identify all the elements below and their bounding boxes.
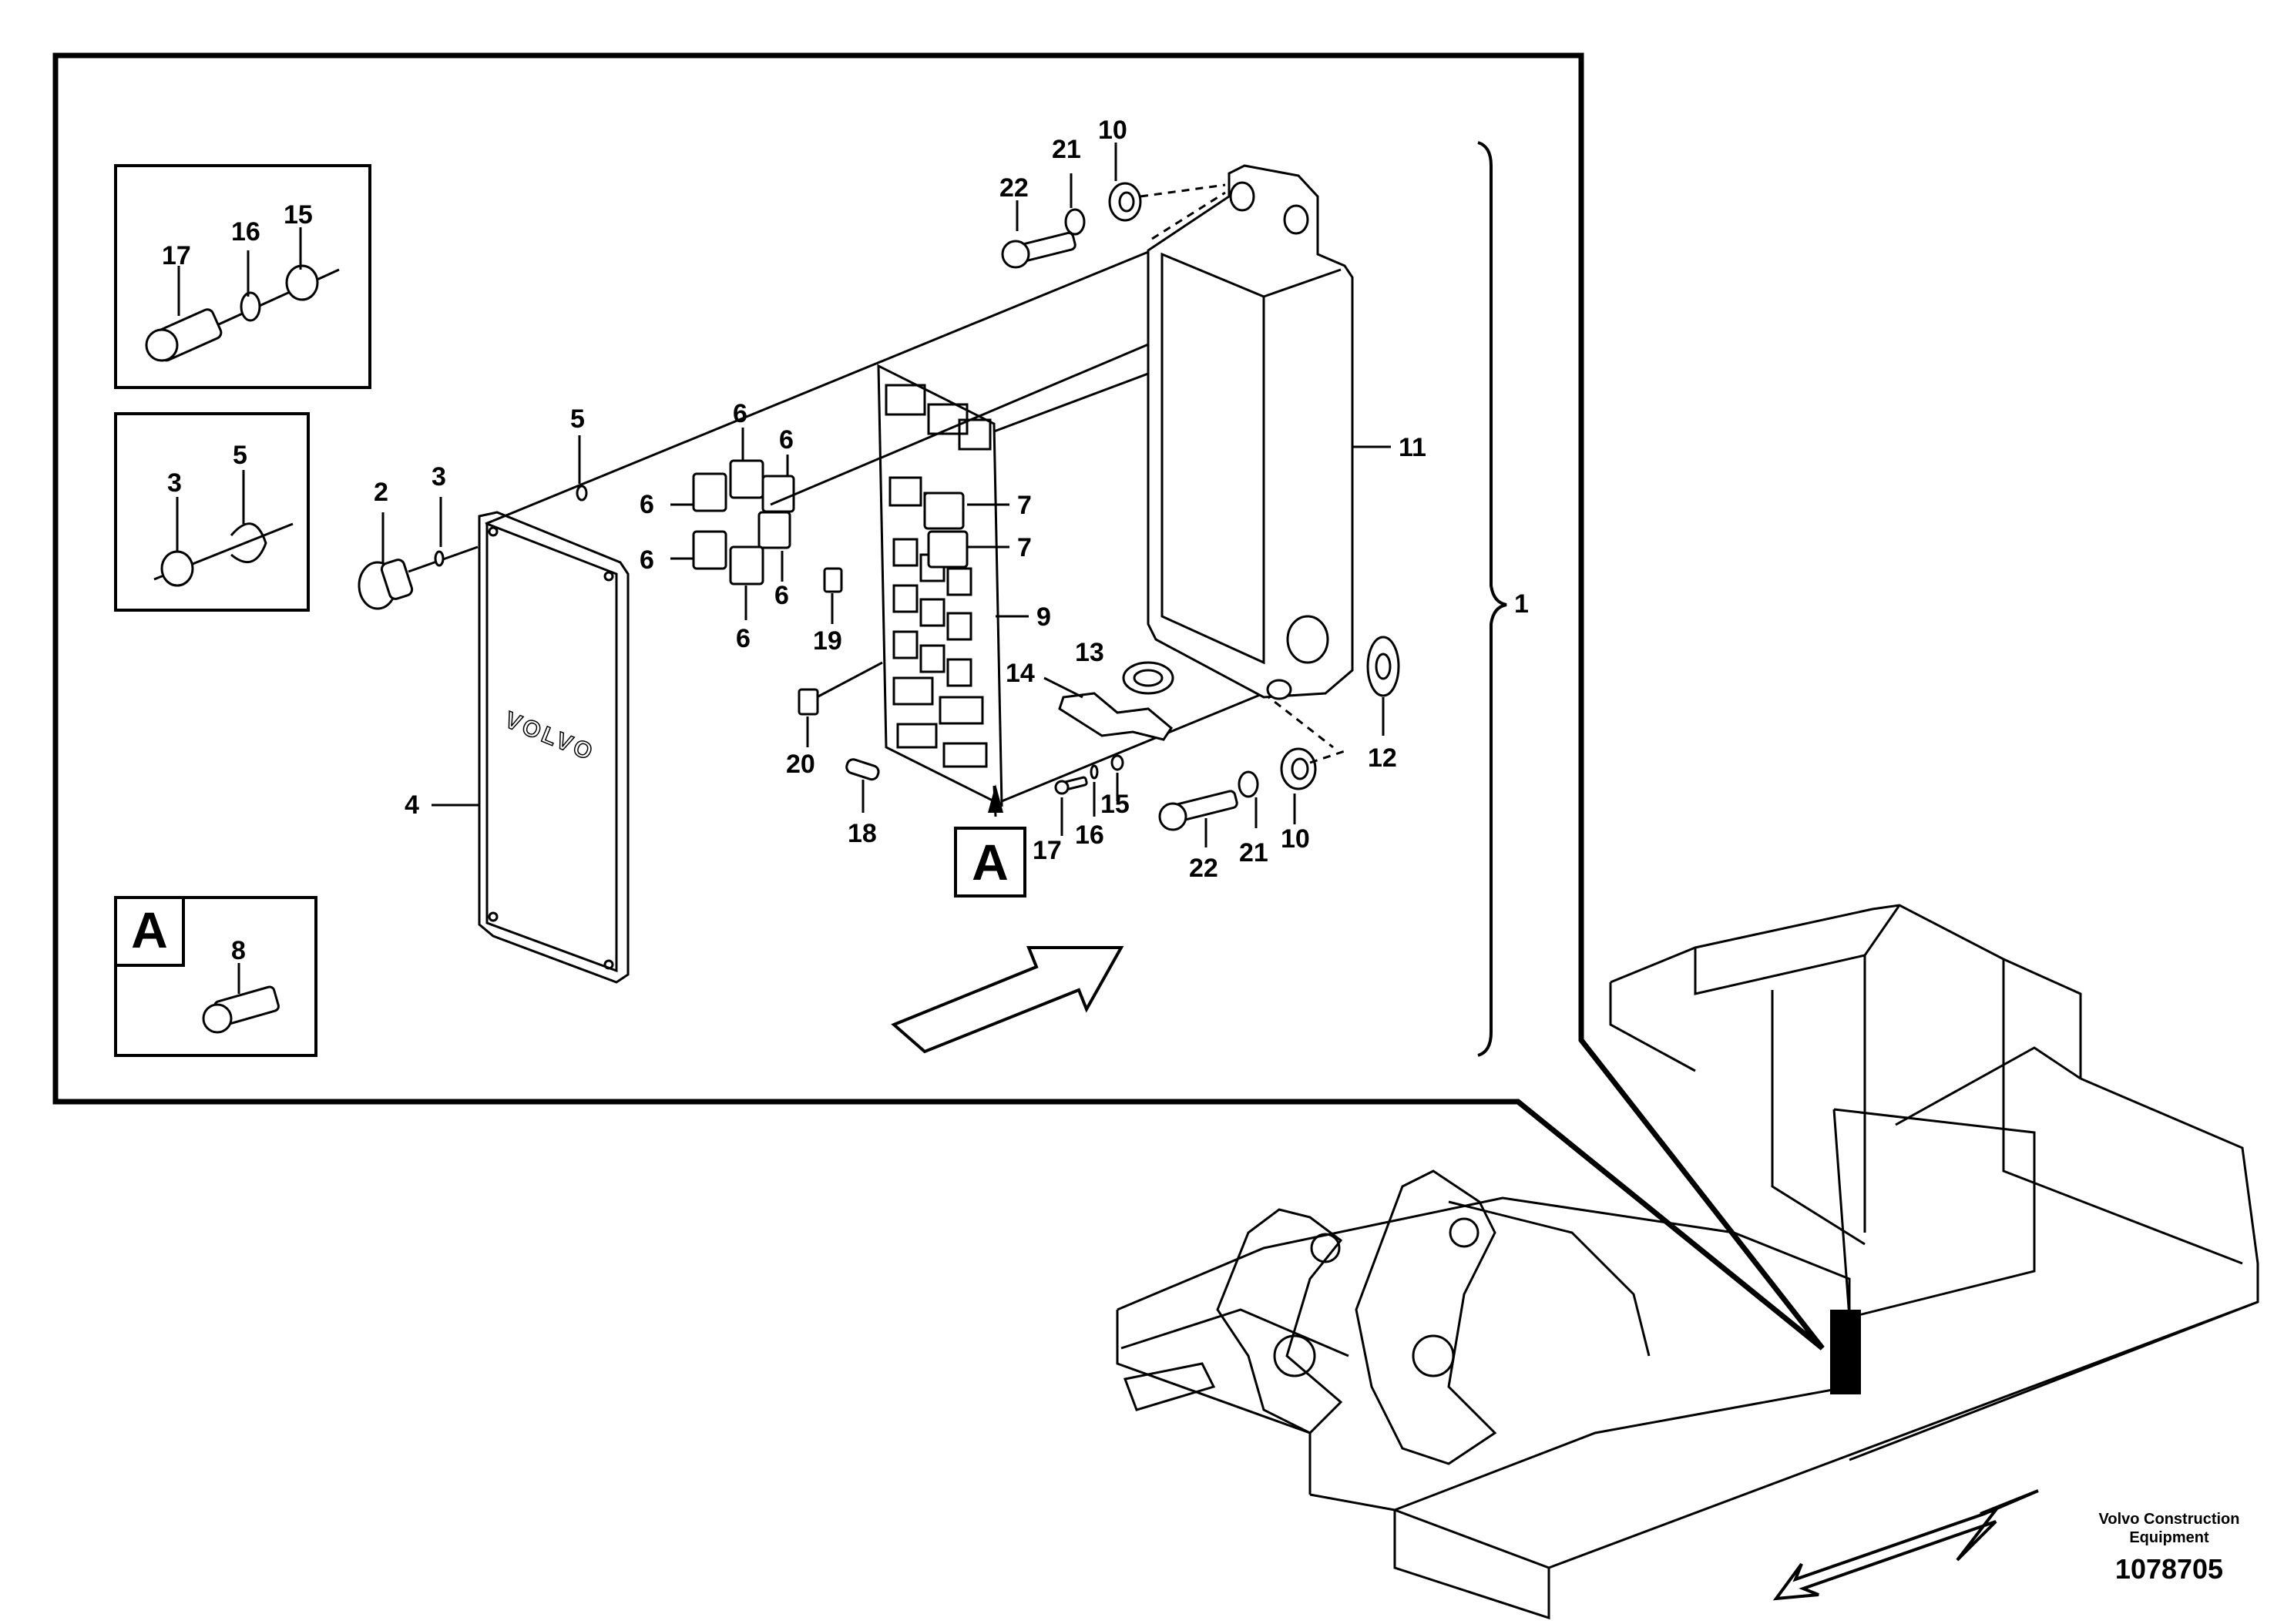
direction-arrow xyxy=(891,946,1124,1054)
callout-17-inset: 17 xyxy=(162,241,191,270)
fuse-board xyxy=(877,364,1029,817)
callout-6-a: 6 xyxy=(733,399,747,428)
callout-17: 17 xyxy=(1033,836,1062,865)
top-bolt-stack xyxy=(1001,143,1226,269)
callout-22-top: 22 xyxy=(999,173,1029,203)
publisher-credit: Volvo Construction Equipment 1078705 xyxy=(2081,1510,2258,1587)
credit-line-1: Volvo Construction xyxy=(2098,1511,2240,1528)
callout-8: 8 xyxy=(231,936,246,965)
credit-line-2: Equipment xyxy=(2129,1529,2209,1546)
assembly-brace xyxy=(1477,141,1507,1057)
inset-detail-a xyxy=(114,896,317,1057)
inset-screw-set xyxy=(114,164,371,389)
callout-13: 13 xyxy=(1075,638,1104,667)
svg-text:A: A xyxy=(972,834,1009,891)
callout-labels: 1 2 3 3 4 5 5 6 6 6 6 6 6 7 7 8 9 10 10 … xyxy=(162,116,1529,965)
callout-9: 9 xyxy=(1036,602,1051,632)
callout-16: 16 xyxy=(1075,820,1104,850)
callout-4: 4 xyxy=(405,790,419,820)
callout-21-top: 21 xyxy=(1052,135,1081,164)
travel-arrow xyxy=(1772,1489,2039,1601)
callout-16-inset: 16 xyxy=(231,217,260,247)
grommets xyxy=(1043,636,1400,741)
detail-frame xyxy=(52,52,1825,1351)
callout-15-inset: 15 xyxy=(284,200,313,230)
callout-12: 12 xyxy=(1368,743,1397,773)
callout-2: 2 xyxy=(374,478,388,507)
housing xyxy=(1147,164,1391,700)
bottom-bolt-stack xyxy=(1054,747,1345,847)
callout-22-bottom: 22 xyxy=(1189,854,1218,883)
callout-3-inset: 3 xyxy=(167,468,182,498)
machine-frame xyxy=(1116,904,2259,1620)
callout-6-c: 6 xyxy=(640,490,654,519)
inset-detail-a-label: A xyxy=(131,901,168,958)
callout-6-d: 6 xyxy=(640,545,654,575)
callout-7-b: 7 xyxy=(1017,533,1032,562)
callout-7-a: 7 xyxy=(1017,491,1032,520)
callout-6-f: 6 xyxy=(736,624,751,653)
callout-3: 3 xyxy=(432,462,446,492)
callout-15: 15 xyxy=(1100,790,1130,819)
callout-1: 1 xyxy=(1514,589,1529,619)
callout-10-top: 10 xyxy=(1098,116,1127,145)
callout-14: 14 xyxy=(1006,659,1035,688)
inset-clip-set xyxy=(114,412,310,612)
drawing-number: 1078705 xyxy=(2114,1553,2224,1585)
clip-5 xyxy=(576,435,588,502)
callout-20: 20 xyxy=(786,750,815,779)
cover-plate xyxy=(432,511,630,984)
callout-5: 5 xyxy=(570,404,585,434)
relays xyxy=(670,428,1009,620)
fuses xyxy=(798,567,883,813)
knob-assembly xyxy=(358,497,479,610)
callout-5-inset: 5 xyxy=(233,441,247,470)
callout-19: 19 xyxy=(813,626,842,656)
callout-10-bottom: 10 xyxy=(1281,824,1310,854)
detail-a-marker: A xyxy=(954,827,1026,898)
callout-6-b: 6 xyxy=(779,425,794,455)
callout-21-bottom: 21 xyxy=(1239,838,1268,867)
callout-11: 11 xyxy=(1399,433,1426,462)
callout-6-e: 6 xyxy=(774,581,789,610)
callout-18: 18 xyxy=(848,819,877,848)
